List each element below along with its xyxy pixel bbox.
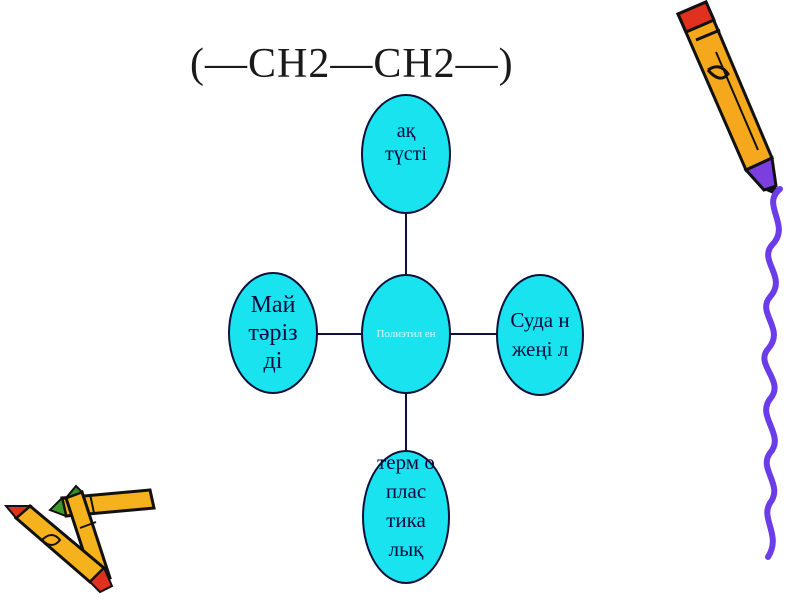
formula-title: (—CH2—CH2—) <box>190 41 514 87</box>
bottom-node: терм о плас тика лық <box>362 450 450 584</box>
center-node-label: Полиэтил ен <box>376 327 436 340</box>
center-node: Полиэтил ен <box>361 274 451 394</box>
crayon-icon <box>3 484 156 594</box>
left-node: Май тәріз ді <box>228 272 318 394</box>
top-node: ақ түсті <box>361 94 451 214</box>
bottom-node-label: терм о плас тика лық <box>377 450 435 561</box>
right-node: Суда н жеңі л <box>496 274 584 396</box>
right-node-label: Суда н жеңі л <box>510 308 570 361</box>
left-node-label: Май тәріз ді <box>248 292 298 374</box>
top-node-label: ақ түсті <box>385 120 427 165</box>
squiggle-line <box>761 186 783 560</box>
pencil-icon <box>676 0 778 196</box>
